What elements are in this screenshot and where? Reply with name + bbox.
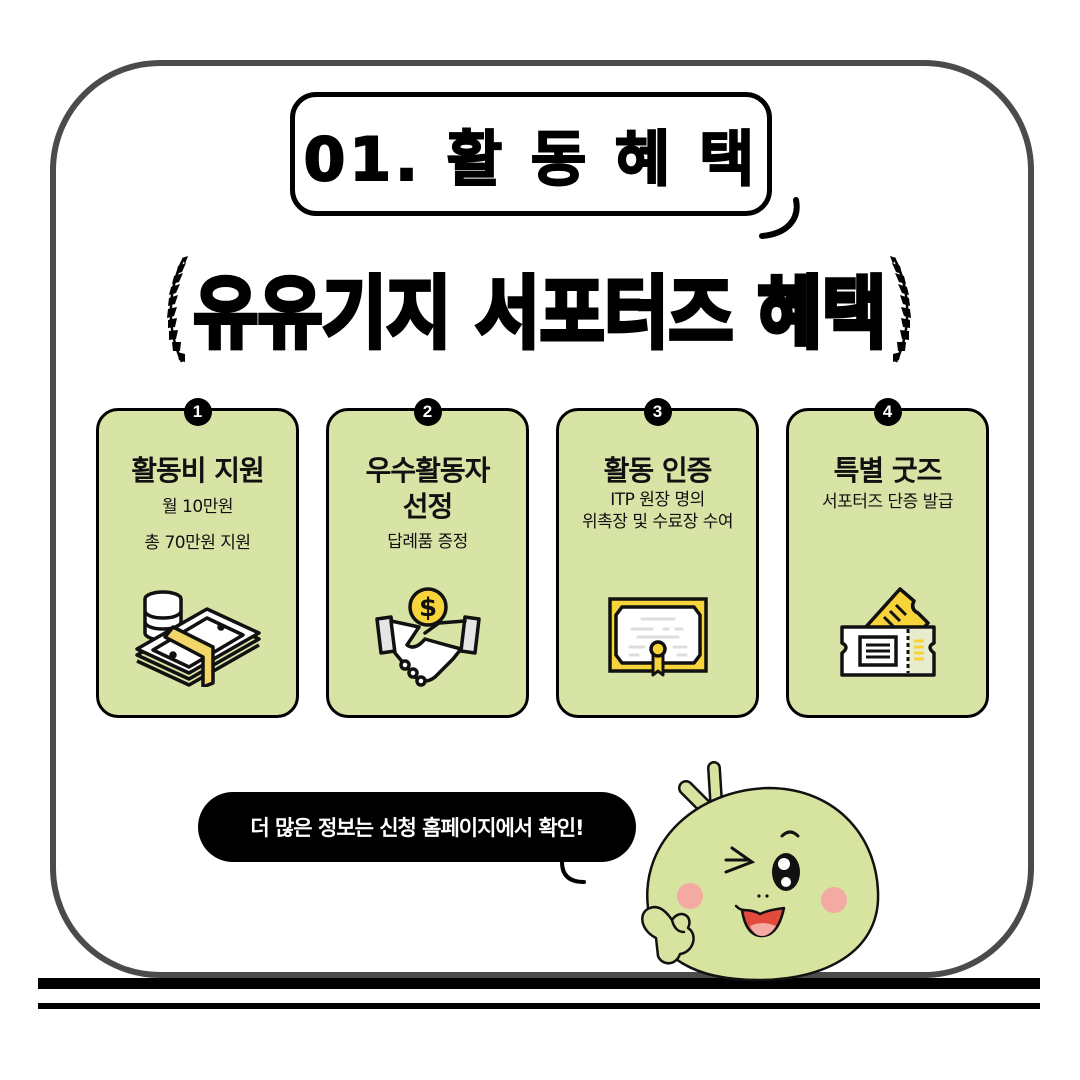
card-subtitle: ITP 원장 명의 — [610, 490, 705, 510]
card-title: 활동 인증 — [603, 454, 713, 487]
card-subtitle: 답례품 증정 — [387, 532, 468, 552]
card-title: 활동비 지원 — [131, 454, 265, 487]
card-title: 특별 굿즈 — [833, 454, 943, 487]
card-number-badge: 3 — [643, 398, 672, 426]
headline-text: 유유기지 서포터즈 혜택 — [192, 265, 889, 361]
card-number-badge: 1 — [183, 398, 212, 426]
mascot-character — [641, 761, 880, 982]
ticket-icon — [839, 587, 936, 677]
bottom-line-thick — [38, 978, 1040, 989]
laurel-left-icon — [167, 256, 188, 363]
section-badge: 01. 활 동 혜 택 — [290, 92, 772, 216]
card-number-badge: 4 — [873, 398, 902, 426]
money-stack-icon — [134, 590, 261, 687]
benefit-card-special-goods: 4 특별 굿즈 서포터즈 단증 발급 — [786, 398, 989, 718]
card-subtitle: 위촉장 및 수료장 수여 — [582, 512, 733, 532]
certificate-icon — [607, 597, 708, 677]
benefit-card-activity-certification: 3 활동 인증 ITP 원장 명의 위촉장 및 수료장 수여 — [556, 398, 759, 718]
card-subtitle: 서포터즈 단증 발급 — [822, 492, 953, 512]
laurel-right-icon — [890, 256, 911, 363]
section-badge-label: 01. 활 동 혜 택 — [303, 124, 759, 196]
card-subtitle: 총 70만원 지원 — [144, 533, 251, 553]
bottom-line-thin — [38, 1003, 1040, 1009]
badge-tail — [759, 197, 800, 239]
benefit-card-activity-fund: 1 활동비 지원 월 10만원 총 70만원 지원 — [96, 398, 299, 718]
bubble-tail — [560, 860, 586, 884]
card-number-badge: 2 — [413, 398, 442, 426]
info-speech-bubble: 더 많은 정보는 신청 홈페이지에서 확인! — [198, 792, 636, 862]
card-title-line: 우수활동자 — [365, 454, 491, 487]
card-subtitle: 월 10만원 — [162, 497, 233, 517]
svg-text:$: $ — [418, 593, 436, 623]
info-bubble-text: 더 많은 정보는 신청 홈페이지에서 확인! — [250, 816, 584, 840]
card-title-line: 선정 — [402, 490, 454, 523]
benefit-card-excellent-member: 2 우수활동자 선정 답례품 증정 $ — [326, 398, 529, 718]
headline: 유유기지 서포터즈 혜택 — [180, 262, 900, 361]
handshake-coin-icon: $ — [374, 587, 481, 687]
